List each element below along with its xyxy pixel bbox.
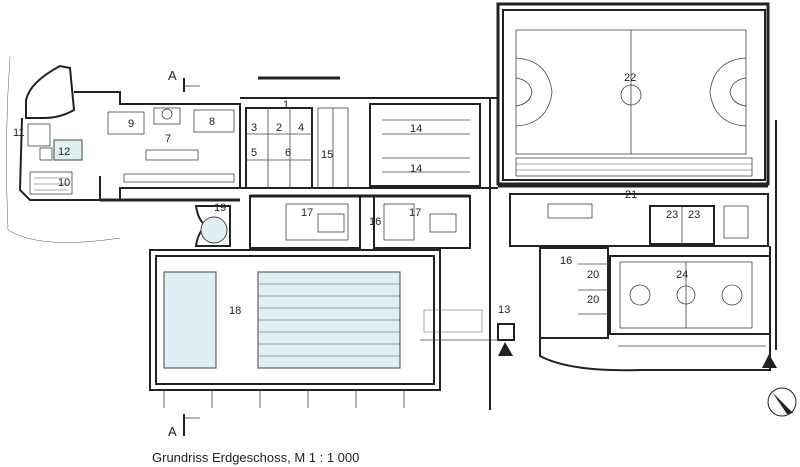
room-number: 16 <box>560 255 572 267</box>
room-17-blocks <box>249 194 471 249</box>
room-number: 17 <box>409 207 421 219</box>
section-marker-bottom: A <box>168 414 200 439</box>
room-number: 14 <box>410 163 422 175</box>
room-19 <box>194 205 231 247</box>
section-marker-top: A <box>168 68 200 92</box>
section-label-top: A <box>168 68 177 83</box>
room-number: 20 <box>587 269 599 281</box>
room-number: 24 <box>676 269 688 281</box>
section-label-bottom: A <box>168 424 177 439</box>
north-arrow-icon <box>767 387 797 417</box>
room-number: 13 <box>498 304 510 316</box>
room-number: 3 <box>251 122 257 134</box>
right-block <box>498 120 777 372</box>
room-number: 18 <box>229 305 241 317</box>
room-number: 23 <box>666 209 678 221</box>
room-number: 12 <box>58 146 70 158</box>
entrance-13 <box>420 200 515 410</box>
room-number: 8 <box>209 116 215 128</box>
room-number: 5 <box>251 147 257 159</box>
room-number: 9 <box>128 118 134 130</box>
room-number: 4 <box>298 122 304 134</box>
room-number: 10 <box>58 177 70 189</box>
left-wing <box>6 55 241 243</box>
entrance-triangle-icon <box>498 342 513 356</box>
room-number: 19 <box>214 202 226 214</box>
entrance-triangle-icon <box>762 354 777 368</box>
room-number: 17 <box>301 207 313 219</box>
pool-hall-18 <box>149 249 441 408</box>
room-number: 14 <box>410 123 422 135</box>
central-block <box>240 4 499 200</box>
room-number: 6 <box>285 147 291 159</box>
room-number: 2 <box>276 122 282 134</box>
room-number: 20 <box>587 294 599 306</box>
room-number: 21 <box>625 189 637 201</box>
plan-caption: Grundriss Erdgeschoss, M 1 : 1 000 <box>152 450 359 465</box>
room-number: 15 <box>321 149 333 161</box>
sports-hall-22 <box>496 2 770 186</box>
room-number: 7 <box>165 133 171 145</box>
room-number: 16 <box>369 216 381 228</box>
room-number: 1 <box>283 99 289 111</box>
room-number: 23 <box>688 209 700 221</box>
room-number: 22 <box>624 72 636 84</box>
room-number: 11 <box>13 127 24 139</box>
